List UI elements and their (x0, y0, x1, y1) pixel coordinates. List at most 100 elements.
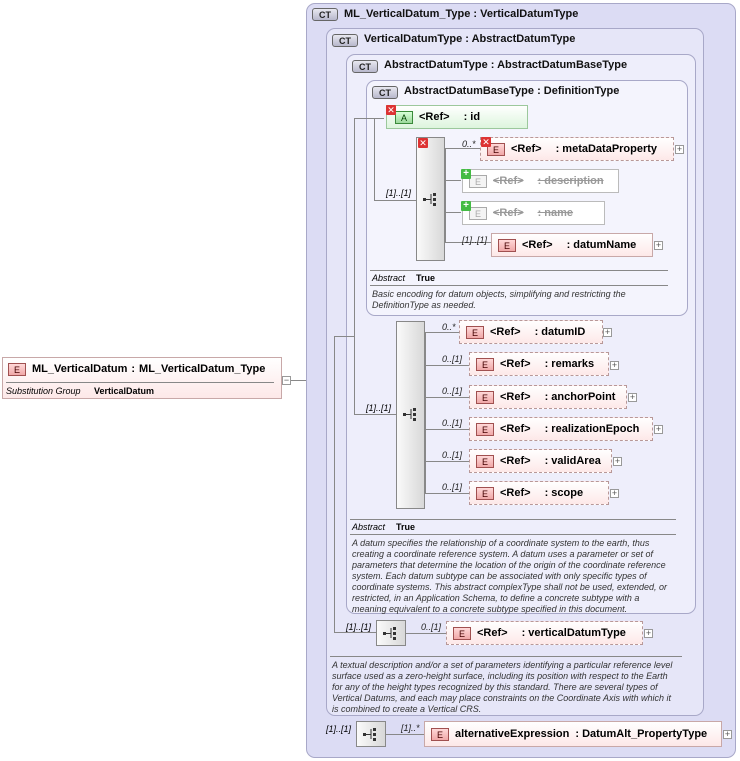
abstract-value: True (416, 273, 436, 283)
plus-icon[interactable]: + (654, 240, 663, 250)
element-type: : DatumAlt_PropertyType (575, 728, 708, 740)
element-alternativeexpression[interactable]: E alternativeExpression : DatumAlt_Prope… (424, 721, 722, 747)
element-cardinality: 0..[1] (442, 450, 463, 460)
connector-line (425, 397, 469, 398)
connector-line (354, 118, 384, 119)
element-icon: E (431, 727, 449, 741)
ct-abstract-datum-base-type-title: AbstractDatumBaseType : DefinitionType (404, 85, 620, 97)
divider (6, 382, 274, 383)
complex-type-icon: CT (332, 34, 358, 47)
element-icon: E (466, 325, 484, 339)
element-name: : metaDataProperty (555, 143, 658, 155)
element-icon: E (469, 174, 487, 188)
attribute-ref: <Ref> (419, 111, 450, 123)
element-cardinality: 0..[1] (421, 622, 442, 632)
green-plus-icon: + (461, 201, 471, 211)
element-name: : realizationEpoch (544, 423, 640, 435)
element-icon: E (469, 206, 487, 220)
element-name: : anchorPoint (544, 391, 616, 403)
ct-abstract-datum-type-title: AbstractDatumType : AbstractDatumBaseTyp… (384, 59, 628, 71)
element-datumname[interactable]: E <Ref> : datumName (491, 233, 653, 257)
connector-line (425, 365, 469, 366)
connector-line (425, 493, 469, 494)
connector-line (386, 734, 424, 735)
plus-icon[interactable]: + (654, 424, 663, 434)
sequence-icon (363, 728, 376, 741)
plus-icon[interactable]: + (644, 628, 653, 638)
plus-icon[interactable]: + (628, 392, 637, 402)
element-remarks[interactable]: E <Ref> : remarks (469, 352, 609, 376)
connector-line (445, 212, 461, 213)
element-validarea[interactable]: E <Ref> : validArea (469, 449, 612, 473)
element-cardinality: 0..[1] (442, 354, 463, 364)
red-x-icon: ✕ (418, 138, 428, 148)
divider (330, 656, 682, 657)
plus-icon[interactable]: + (610, 360, 619, 370)
connector-line (445, 148, 480, 149)
collapse-icon[interactable]: − (282, 375, 291, 385)
plus-icon[interactable]: + (603, 327, 612, 337)
ct4-documentation: Basic encoding for datum objects, simpli… (372, 289, 626, 310)
element-name: : verticalDatumType (521, 627, 626, 639)
element-cardinality: 0..* (442, 322, 456, 332)
plus-icon[interactable]: + (613, 456, 622, 466)
attribute-id[interactable]: A <Ref> : id (386, 105, 528, 129)
sequence-cardinality: [1]..[1] (326, 724, 352, 734)
ct-ml-vertical-datum-type-title: ML_VerticalDatum_Type : VerticalDatumTyp… (344, 8, 579, 20)
sequence-cardinality: [1]..[1] (386, 188, 412, 198)
connector-line (445, 242, 491, 243)
root-element-box[interactable] (2, 357, 282, 399)
sequence-icon (403, 408, 416, 421)
element-anchorpoint[interactable]: E <Ref> : anchorPoint (469, 385, 627, 409)
divider (370, 285, 668, 286)
abstract-label: Abstract (352, 522, 386, 532)
abstract-value: True (396, 522, 416, 532)
plus-icon[interactable]: + (675, 144, 684, 154)
connector-line (354, 414, 396, 415)
complex-type-icon: CT (312, 8, 338, 21)
connector-line (425, 429, 469, 430)
plus-icon[interactable]: + (723, 729, 732, 739)
red-x-icon: ✕ (481, 137, 491, 147)
element-realizationepoch[interactable]: E <Ref> : realizationEpoch (469, 417, 653, 441)
divider (350, 519, 676, 520)
element-metadataproperty[interactable]: E <Ref> : metaDataProperty (480, 137, 674, 161)
connector-line (445, 148, 446, 242)
element-datumid[interactable]: E <Ref> : datumID (459, 320, 603, 344)
connector-line (425, 332, 459, 333)
connector-line (406, 633, 446, 634)
element-icon: E (476, 390, 494, 404)
element-icon: E (476, 454, 494, 468)
complex-type-icon: CT (352, 60, 378, 73)
root-element-header: E ML_VerticalDatum : ML_VerticalDatum_Ty… (2, 357, 282, 381)
element-verticaldatumtype[interactable]: E <Ref> : verticalDatumType (446, 621, 643, 645)
sequence-cardinality: [1]..[1] (346, 622, 372, 632)
connector-line (374, 200, 416, 201)
element-ref: <Ref> (511, 143, 542, 155)
element-name: : datumID (534, 326, 586, 338)
root-element-colon: : (131, 363, 136, 375)
green-plus-icon: + (461, 169, 471, 179)
sequence-icon (383, 627, 396, 640)
element-name: : datumName (566, 239, 637, 251)
plus-icon[interactable]: + (610, 488, 619, 498)
substitution-group-value: VerticalDatum (94, 386, 155, 396)
element-ref: <Ref> (500, 455, 531, 467)
element-cardinality: [1]..[1] (462, 235, 488, 245)
ct3-documentation: A datum specifies the relationship of a … (352, 538, 667, 614)
connector-line (334, 336, 354, 337)
element-ref: <Ref> (500, 487, 531, 499)
element-icon: E (476, 422, 494, 436)
divider (350, 534, 676, 535)
element-cardinality: 0..* (462, 139, 476, 149)
element-name: : description (537, 175, 604, 187)
connector-line (425, 332, 426, 493)
element-scope[interactable]: E <Ref> : scope (469, 481, 609, 505)
sequence-icon (423, 193, 436, 206)
element-description[interactable]: E <Ref> : description (462, 169, 619, 193)
connector-line (445, 180, 461, 181)
ct2-documentation: A textual description and/or a set of pa… (332, 660, 673, 714)
root-element-type: ML_VerticalDatum_Type (139, 363, 266, 375)
divider (370, 270, 668, 271)
element-name-field[interactable]: E <Ref> : name (462, 201, 605, 225)
